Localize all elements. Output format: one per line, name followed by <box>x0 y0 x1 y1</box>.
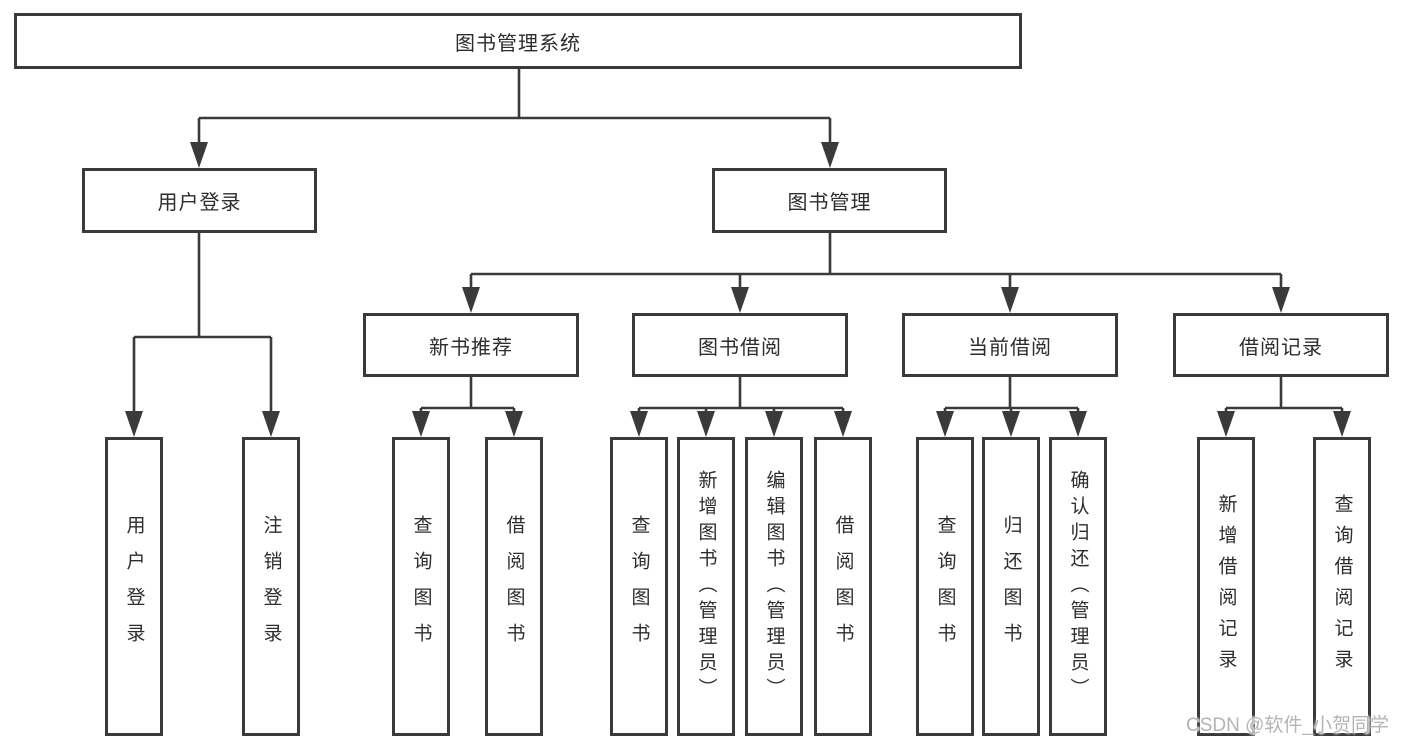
leaf-confirm-return-admin: 确认归还（管理员） <box>1049 437 1107 736</box>
node-label: 图书管理系统 <box>455 32 581 55</box>
leaf-query-book-current: 查询图书 <box>916 437 974 736</box>
leaf-label: 新增借阅记录 <box>1215 493 1237 680</box>
leaf-logout: 注销登录 <box>242 437 300 736</box>
leaf-query-book-borrow: 查询图书 <box>610 437 668 736</box>
leaf-borrow-book: 借阅图书 <box>814 437 872 736</box>
leaf-label: 用户登录 <box>123 514 145 659</box>
leaf-label: 借阅图书 <box>832 514 854 659</box>
leaf-label: 查询图书 <box>934 514 956 659</box>
node-label: 当前借阅 <box>968 336 1052 359</box>
connector-paths <box>132 69 1344 414</box>
leaf-label: 查询图书 <box>628 514 650 659</box>
leaf-label: 借阅图书 <box>503 514 525 659</box>
leaf-borrow-book-recommend: 借阅图书 <box>485 437 543 736</box>
node-book-management: 图书管理 <box>712 168 947 233</box>
leaf-add-book-admin: 新增图书（管理员） <box>677 437 735 736</box>
node-label: 借阅记录 <box>1239 336 1323 359</box>
node-book-borrow: 图书借阅 <box>632 313 848 377</box>
leaf-query-borrow-record: 查询借阅记录 <box>1313 437 1371 736</box>
leaf-label: 查询图书 <box>410 514 432 659</box>
leaf-query-book-recommend: 查询图书 <box>392 437 450 736</box>
node-new-book-recommend: 新书推荐 <box>363 313 579 377</box>
leaf-label: 查询借阅记录 <box>1331 493 1353 680</box>
node-borrow-record: 借阅记录 <box>1173 313 1389 377</box>
leaf-label: 确认归还（管理员） <box>1067 469 1089 704</box>
node-label: 图书管理 <box>787 192 872 214</box>
leaf-user-login: 用户登录 <box>105 437 163 736</box>
csdn-watermark: CSDN @软件_小贺同学 <box>1186 715 1389 736</box>
leaf-label: 新增图书（管理员） <box>695 469 717 704</box>
node-label: 新书推荐 <box>429 336 513 359</box>
leaf-label: 归还图书 <box>1000 514 1022 659</box>
node-user-login: 用户登录 <box>82 168 317 233</box>
leaf-add-borrow-record: 新增借阅记录 <box>1197 437 1255 736</box>
leaf-edit-book-admin: 编辑图书（管理员） <box>745 437 803 736</box>
node-current-borrow: 当前借阅 <box>902 313 1118 377</box>
node-library-management-system: 图书管理系统 <box>14 13 1022 69</box>
leaf-label: 注销登录 <box>260 514 282 659</box>
leaf-return-book: 归还图书 <box>982 437 1040 736</box>
node-label: 图书借阅 <box>698 336 782 359</box>
leaf-label: 编辑图书（管理员） <box>763 469 785 704</box>
node-label: 用户登录 <box>157 192 242 214</box>
